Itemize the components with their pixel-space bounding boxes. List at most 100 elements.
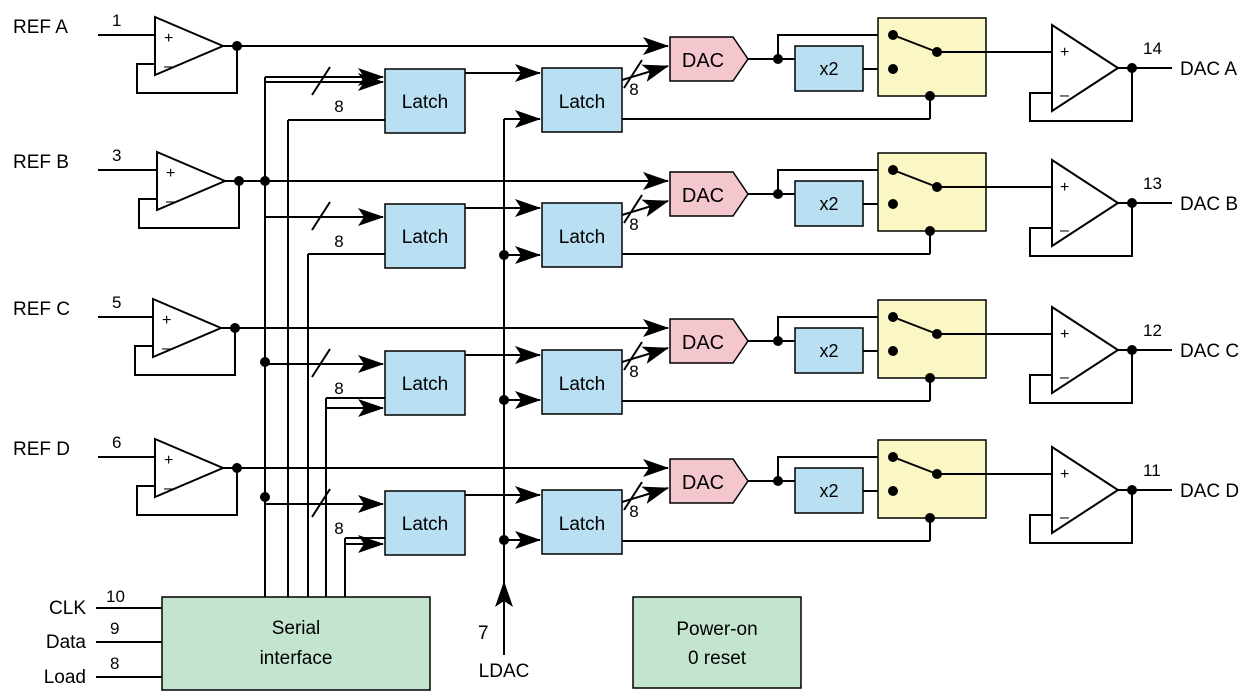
- data-input-label: Data: [46, 632, 87, 653]
- data-bus-junction-1: [260, 357, 270, 367]
- data-pin-number: 9: [110, 619, 119, 638]
- dac-block: [669, 171, 749, 217]
- output-pin-number: 12: [1143, 321, 1162, 340]
- output-switch-block: [877, 152, 987, 232]
- x2-gain-block: [794, 45, 864, 92]
- serial-interface-label-line2: interface: [260, 648, 333, 669]
- ref-label: REF A: [13, 17, 68, 38]
- dac-label: DAC: [682, 50, 724, 72]
- opamp-plus-sign: +: [1060, 44, 1069, 61]
- shared-wiring: [260, 68, 505, 597]
- bus-slash: [311, 348, 331, 378]
- bus-width-label-2: 8: [629, 362, 638, 381]
- dac-block: [669, 318, 749, 364]
- latch-to-dac-wire: [621, 64, 669, 82]
- ref-buffer-opamp: [152, 297, 224, 359]
- input-latch: [384, 203, 466, 269]
- ref-buffer-feedback: [136, 468, 238, 516]
- x2-gain-block: [794, 327, 864, 374]
- dac-latch: [541, 67, 623, 133]
- switch-contact-x2: [888, 346, 898, 356]
- opamp-minus-sign: –: [1060, 222, 1069, 239]
- load-input-label: Load: [44, 667, 86, 688]
- output-pin-number: 13: [1143, 174, 1162, 193]
- ldac-pin-number: 7: [478, 623, 489, 644]
- output-pin-number: 11: [1143, 461, 1161, 480]
- ref-buffer-feedback: [136, 46, 238, 94]
- bottom-blocks: Serial interface CLK 10 Data 9 Load 8 7 …: [44, 581, 802, 691]
- load-pin-number: 8: [110, 654, 119, 673]
- output-buffer-feedback: [1029, 203, 1133, 257]
- opamp-minus-sign: –: [164, 480, 173, 497]
- switch-blade: [892, 456, 938, 475]
- ref-pin-number: 1: [112, 11, 121, 30]
- switch-blade: [892, 316, 938, 335]
- opamp-plus-sign: +: [1060, 466, 1069, 483]
- ref-buffer-opamp: [156, 150, 228, 212]
- input-latch-label: Latch: [402, 374, 448, 395]
- opamp-minus-sign: –: [1060, 87, 1069, 104]
- ref-buffer-feedback: [134, 328, 236, 376]
- dac-latch-label: Latch: [559, 227, 605, 248]
- direct-path-wire: [777, 316, 893, 341]
- opamp-plus-sign: +: [164, 452, 173, 469]
- opamp-minus-sign: –: [1060, 509, 1069, 526]
- direct-path-wire: [777, 456, 893, 481]
- bus-slash-2: [623, 481, 643, 511]
- latch-to-dac-wire: [621, 199, 669, 217]
- opamp-minus-sign: –: [162, 340, 171, 357]
- output-switch-block: [877, 17, 987, 97]
- input-latch: [384, 350, 466, 416]
- output-buffer-feedback: [1029, 68, 1133, 122]
- output-buffer-opamp: [1051, 445, 1120, 535]
- opamp-minus-sign: –: [1060, 369, 1069, 386]
- dac-latch-label: Latch: [559, 92, 605, 113]
- bus-slash-2: [623, 194, 643, 224]
- serial-interface-label-line1: Serial: [272, 618, 321, 639]
- latch-to-dac-wire: [621, 486, 669, 504]
- x2-label: x2: [819, 341, 838, 361]
- x2-gain-block: [794, 467, 864, 514]
- switch-contact-x2: [888, 64, 898, 74]
- bus-width-label: 8: [334, 379, 343, 398]
- switch-contact-x2: [888, 486, 898, 496]
- dac-label: DAC: [682, 185, 724, 207]
- bus-width-label: 8: [334, 519, 343, 538]
- ref-buffer-opamp: [154, 437, 226, 499]
- output-label: DAC B: [1180, 194, 1238, 215]
- power-on-label-line1: Power-on: [676, 619, 757, 640]
- output-buffer-feedback: [1029, 490, 1133, 544]
- data-bus-junction-0: [260, 176, 270, 186]
- switch-blade: [892, 169, 938, 188]
- dac-block: [669, 458, 749, 504]
- dac-label: DAC: [682, 472, 724, 494]
- input-latch: [384, 68, 466, 134]
- output-buffer-opamp: [1051, 158, 1120, 248]
- ldac-label: LDAC: [479, 661, 530, 682]
- dac-latch: [541, 349, 623, 415]
- ref-pin-number: 3: [112, 146, 121, 165]
- output-label: DAC A: [1180, 59, 1237, 80]
- input-latch-label: Latch: [402, 92, 448, 113]
- bus-width-label-2: 8: [629, 502, 638, 521]
- opamp-plus-sign: +: [1060, 179, 1069, 196]
- x2-label: x2: [819, 59, 838, 79]
- output-switch-block: [877, 299, 987, 379]
- opamp-plus-sign: +: [164, 30, 173, 47]
- dac-block: [669, 36, 749, 82]
- serial-interface-block: [161, 596, 431, 691]
- ref-buffer-feedback: [138, 181, 240, 229]
- opamp-minus-sign: –: [164, 58, 173, 75]
- bus-slash: [311, 201, 331, 231]
- dac-latch-label: Latch: [559, 374, 605, 395]
- ref-buffer-opamp: [154, 15, 226, 77]
- power-on-label-line2: 0 reset: [688, 648, 747, 669]
- opamp-plus-sign: +: [166, 165, 175, 182]
- data-bus-junction-2: [260, 492, 270, 502]
- dac-latch-label: Latch: [559, 514, 605, 535]
- ref-label: REF D: [13, 439, 70, 460]
